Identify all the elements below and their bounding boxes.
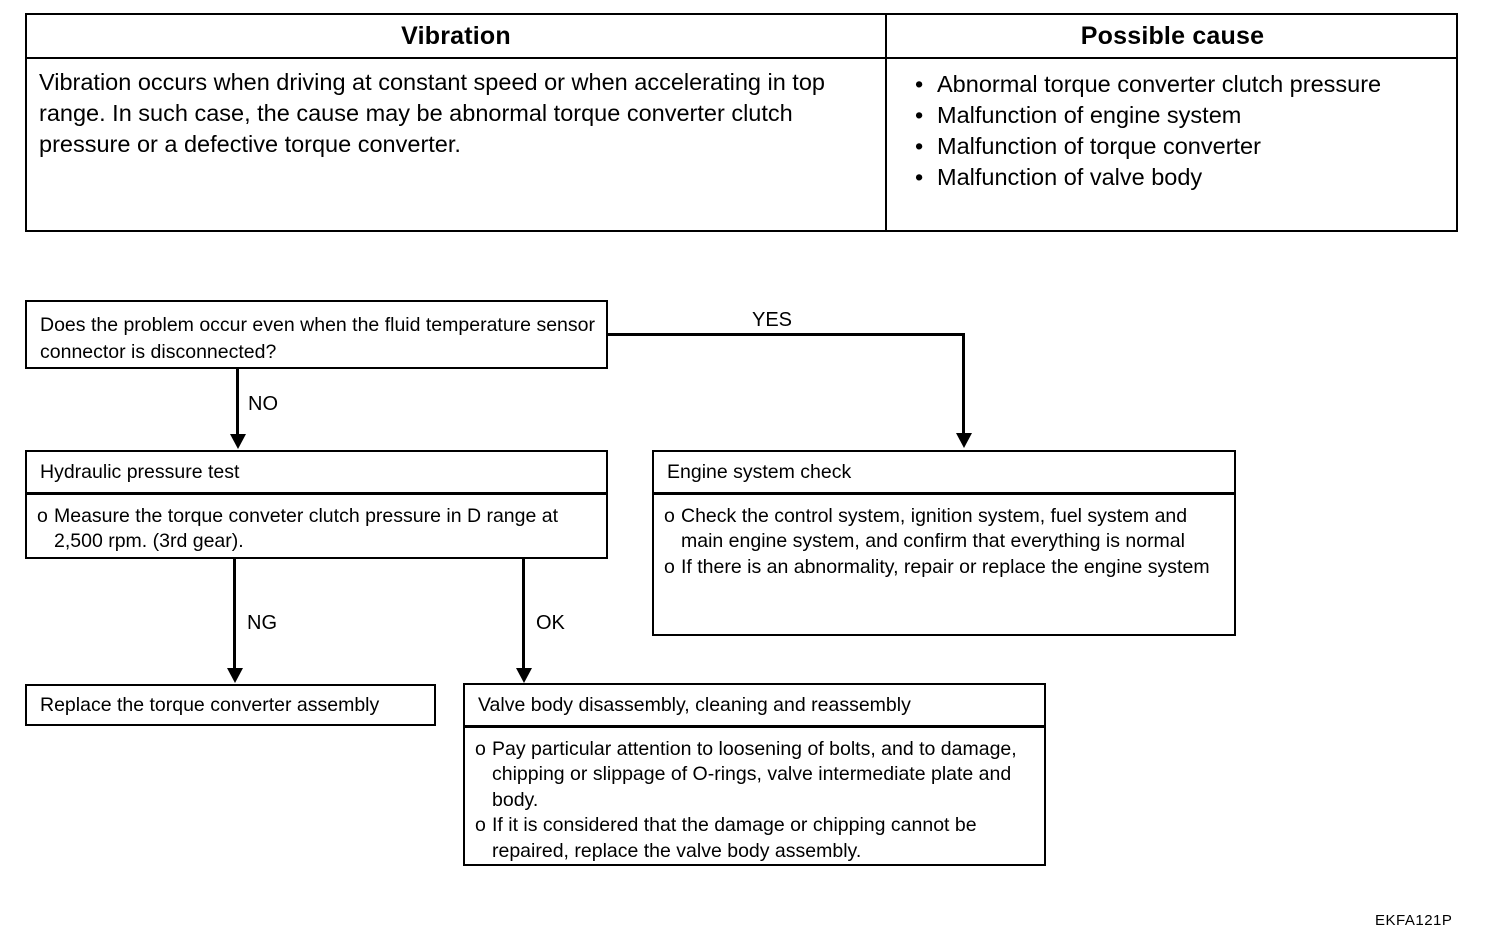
node-item-list: o Check the control system, ignition sys… (664, 504, 1226, 581)
list-item: o If it is considered that the damage or… (475, 813, 1036, 864)
edge-label-ng: NG (247, 612, 277, 634)
list-item: • Malfunction of valve body (899, 162, 1455, 193)
list-item: o If there is an abnormality, repair or … (664, 555, 1226, 581)
possible-cause-cell: • Abnormal torque converter clutch press… (899, 69, 1455, 193)
list-item: o Measure the torque conveter clutch pre… (37, 504, 598, 555)
connector-ng-vertical (233, 558, 236, 670)
list-item-label: Measure the torque conveter clutch press… (54, 504, 559, 553)
node-title-divider (465, 725, 1044, 728)
o-bullet-icon: o (475, 814, 486, 836)
table-header-vibration: Vibration (401, 22, 511, 50)
list-item-label: Malfunction of valve body (937, 164, 1203, 190)
flow-node-valve-body-service: Valve body disassembly, cleaning and rea… (463, 683, 1046, 866)
list-item: • Malfunction of torque converter (899, 131, 1455, 162)
flow-node-decision: Does the problem occur even when the flu… (25, 300, 608, 369)
table-header-divider (27, 57, 1456, 59)
table-header-possible-cause: Possible cause (1080, 22, 1265, 50)
node-item-list: o Pay particular attention to loosening … (475, 737, 1036, 865)
bullet-icon: • (915, 71, 924, 97)
connector-no-vertical (236, 368, 239, 435)
list-item-label: If there is an abnormality, repair or re… (681, 555, 1210, 578)
flow-node-hydraulic-pressure-test: Hydraulic pressure test o Measure the to… (25, 450, 608, 559)
node-title-divider (27, 492, 606, 495)
arrowhead-no (229, 434, 246, 449)
node-body: o Measure the torque conveter clutch pre… (27, 495, 606, 565)
flow-node-replace-torque-converter: Replace the torque converter assembly (25, 684, 436, 726)
list-item-label: Malfunction of torque converter (937, 133, 1261, 159)
arrowhead-ng (226, 668, 243, 683)
o-bullet-icon: o (37, 504, 48, 527)
node-title-divider (654, 492, 1234, 495)
edge-label-yes: YES (752, 309, 793, 331)
list-item-label: Abnormal torque converter clutch pressur… (937, 71, 1382, 97)
node-title: Hydraulic pressure test (40, 461, 240, 483)
list-item: o Pay particular attention to loosening … (475, 737, 1036, 814)
table-column-divider (885, 15, 887, 230)
connector-ok-vertical (522, 558, 525, 670)
list-item: • Abnormal torque converter clutch press… (899, 69, 1455, 100)
arrowhead-ok (515, 668, 532, 683)
list-item-label: Pay particular attention to loosening of… (492, 737, 1017, 811)
o-bullet-icon: o (664, 504, 675, 527)
node-body: o Check the control system, ignition sys… (654, 495, 1234, 591)
o-bullet-icon: o (664, 555, 675, 578)
possible-cause-list: • Abnormal torque converter clutch press… (899, 69, 1455, 193)
connector-yes-horizontal (606, 333, 965, 336)
edge-label-no: NO (248, 393, 278, 415)
decision-question-text: Does the problem occur even when the flu… (40, 314, 595, 363)
node-title: Valve body disassembly, cleaning and rea… (478, 694, 911, 716)
list-item-label: Check the control system, ignition syste… (681, 504, 1188, 553)
node-title: Replace the torque converter assembly (40, 694, 380, 716)
connector-yes-vertical (962, 333, 965, 435)
bullet-icon: • (915, 102, 924, 128)
node-body: o Pay particular attention to loosening … (465, 728, 1044, 875)
node-item-list: o Measure the torque conveter clutch pre… (37, 504, 598, 555)
symptom-table: Vibration Possible cause Vibration occur… (25, 13, 1458, 232)
edge-label-ok: OK (536, 612, 565, 634)
list-item: o Check the control system, ignition sys… (664, 504, 1226, 555)
bullet-icon: • (915, 133, 924, 159)
vibration-description: Vibration occurs when driving at constan… (39, 69, 825, 157)
flow-node-engine-system-check: Engine system check o Check the control … (652, 450, 1236, 636)
figure-code: EKFA121P (1375, 912, 1453, 929)
list-item-label: Malfunction of engine system (937, 102, 1242, 128)
arrowhead-yes (955, 433, 972, 448)
list-item-label: If it is considered that the damage or c… (492, 814, 977, 862)
bullet-icon: • (915, 164, 924, 190)
list-item: • Malfunction of engine system (899, 100, 1455, 131)
node-title: Engine system check (667, 461, 852, 483)
o-bullet-icon: o (475, 737, 486, 760)
